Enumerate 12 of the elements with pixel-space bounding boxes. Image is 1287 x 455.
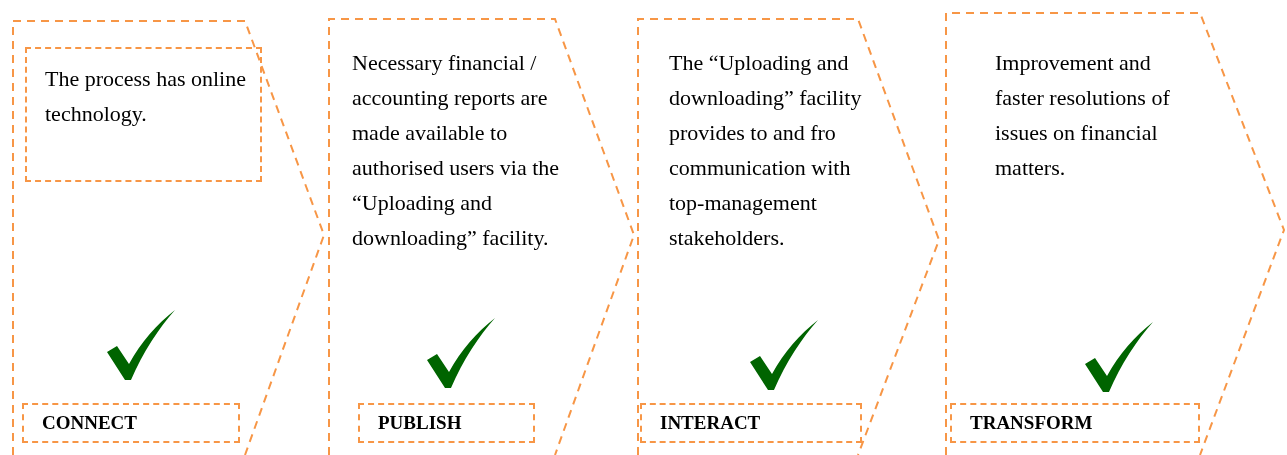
step-label: TRANSFORM [950, 403, 1200, 443]
chevron-shape [637, 18, 940, 455]
step-description: Necessary financial / accounting reports are made available to authorised users via the “Uploading and downloading” facility. [352, 49, 561, 252]
chevron-shape [945, 12, 1285, 455]
step-label: PUBLISH [358, 403, 535, 443]
chevron-shape [12, 20, 325, 455]
step-description: Improvement and faster resolutions of issues on financial matters. [995, 49, 1171, 182]
chevron-shape [328, 18, 635, 455]
step-description: The “Uploading and downloading” facility provides to and fro communication with top-management stakeholders. [669, 49, 863, 252]
step-label: INTERACT [640, 403, 862, 443]
step-label: CONNECT [22, 403, 240, 443]
text-box: The process has online technology. [25, 47, 262, 182]
